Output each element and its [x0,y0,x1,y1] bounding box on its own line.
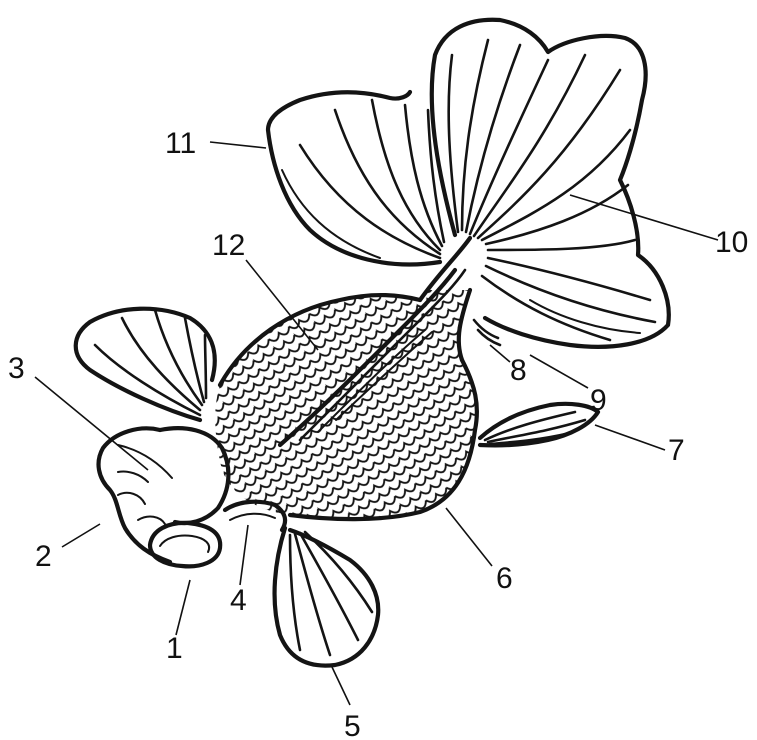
leader-4 [240,525,248,585]
leader-6 [446,508,492,566]
pectoral-fin-upper [76,309,215,420]
leader-10 [570,195,718,240]
label-2: 2 [35,540,52,573]
label-7: 7 [668,434,685,467]
leader-1 [176,580,190,635]
dorsal-fin [268,92,444,264]
label-1: 1 [166,632,183,665]
label-6: 6 [496,562,513,595]
label-10: 10 [715,226,748,259]
label-5: 5 [344,710,361,740]
leader-2 [62,524,100,547]
label-9: 9 [590,384,607,417]
anal-fin [480,404,598,446]
label-12: 12 [212,229,245,262]
leader-8 [490,345,510,362]
label-8: 8 [510,354,527,387]
leader-5 [332,667,350,705]
leader-7 [595,425,665,450]
pelvic-fin [275,528,379,666]
fish-body [210,238,490,525]
leader-9 [530,355,588,388]
label-4: 4 [230,584,247,617]
leader-11 [210,142,266,148]
label-11: 11 [165,127,196,160]
label-3: 3 [8,352,25,385]
